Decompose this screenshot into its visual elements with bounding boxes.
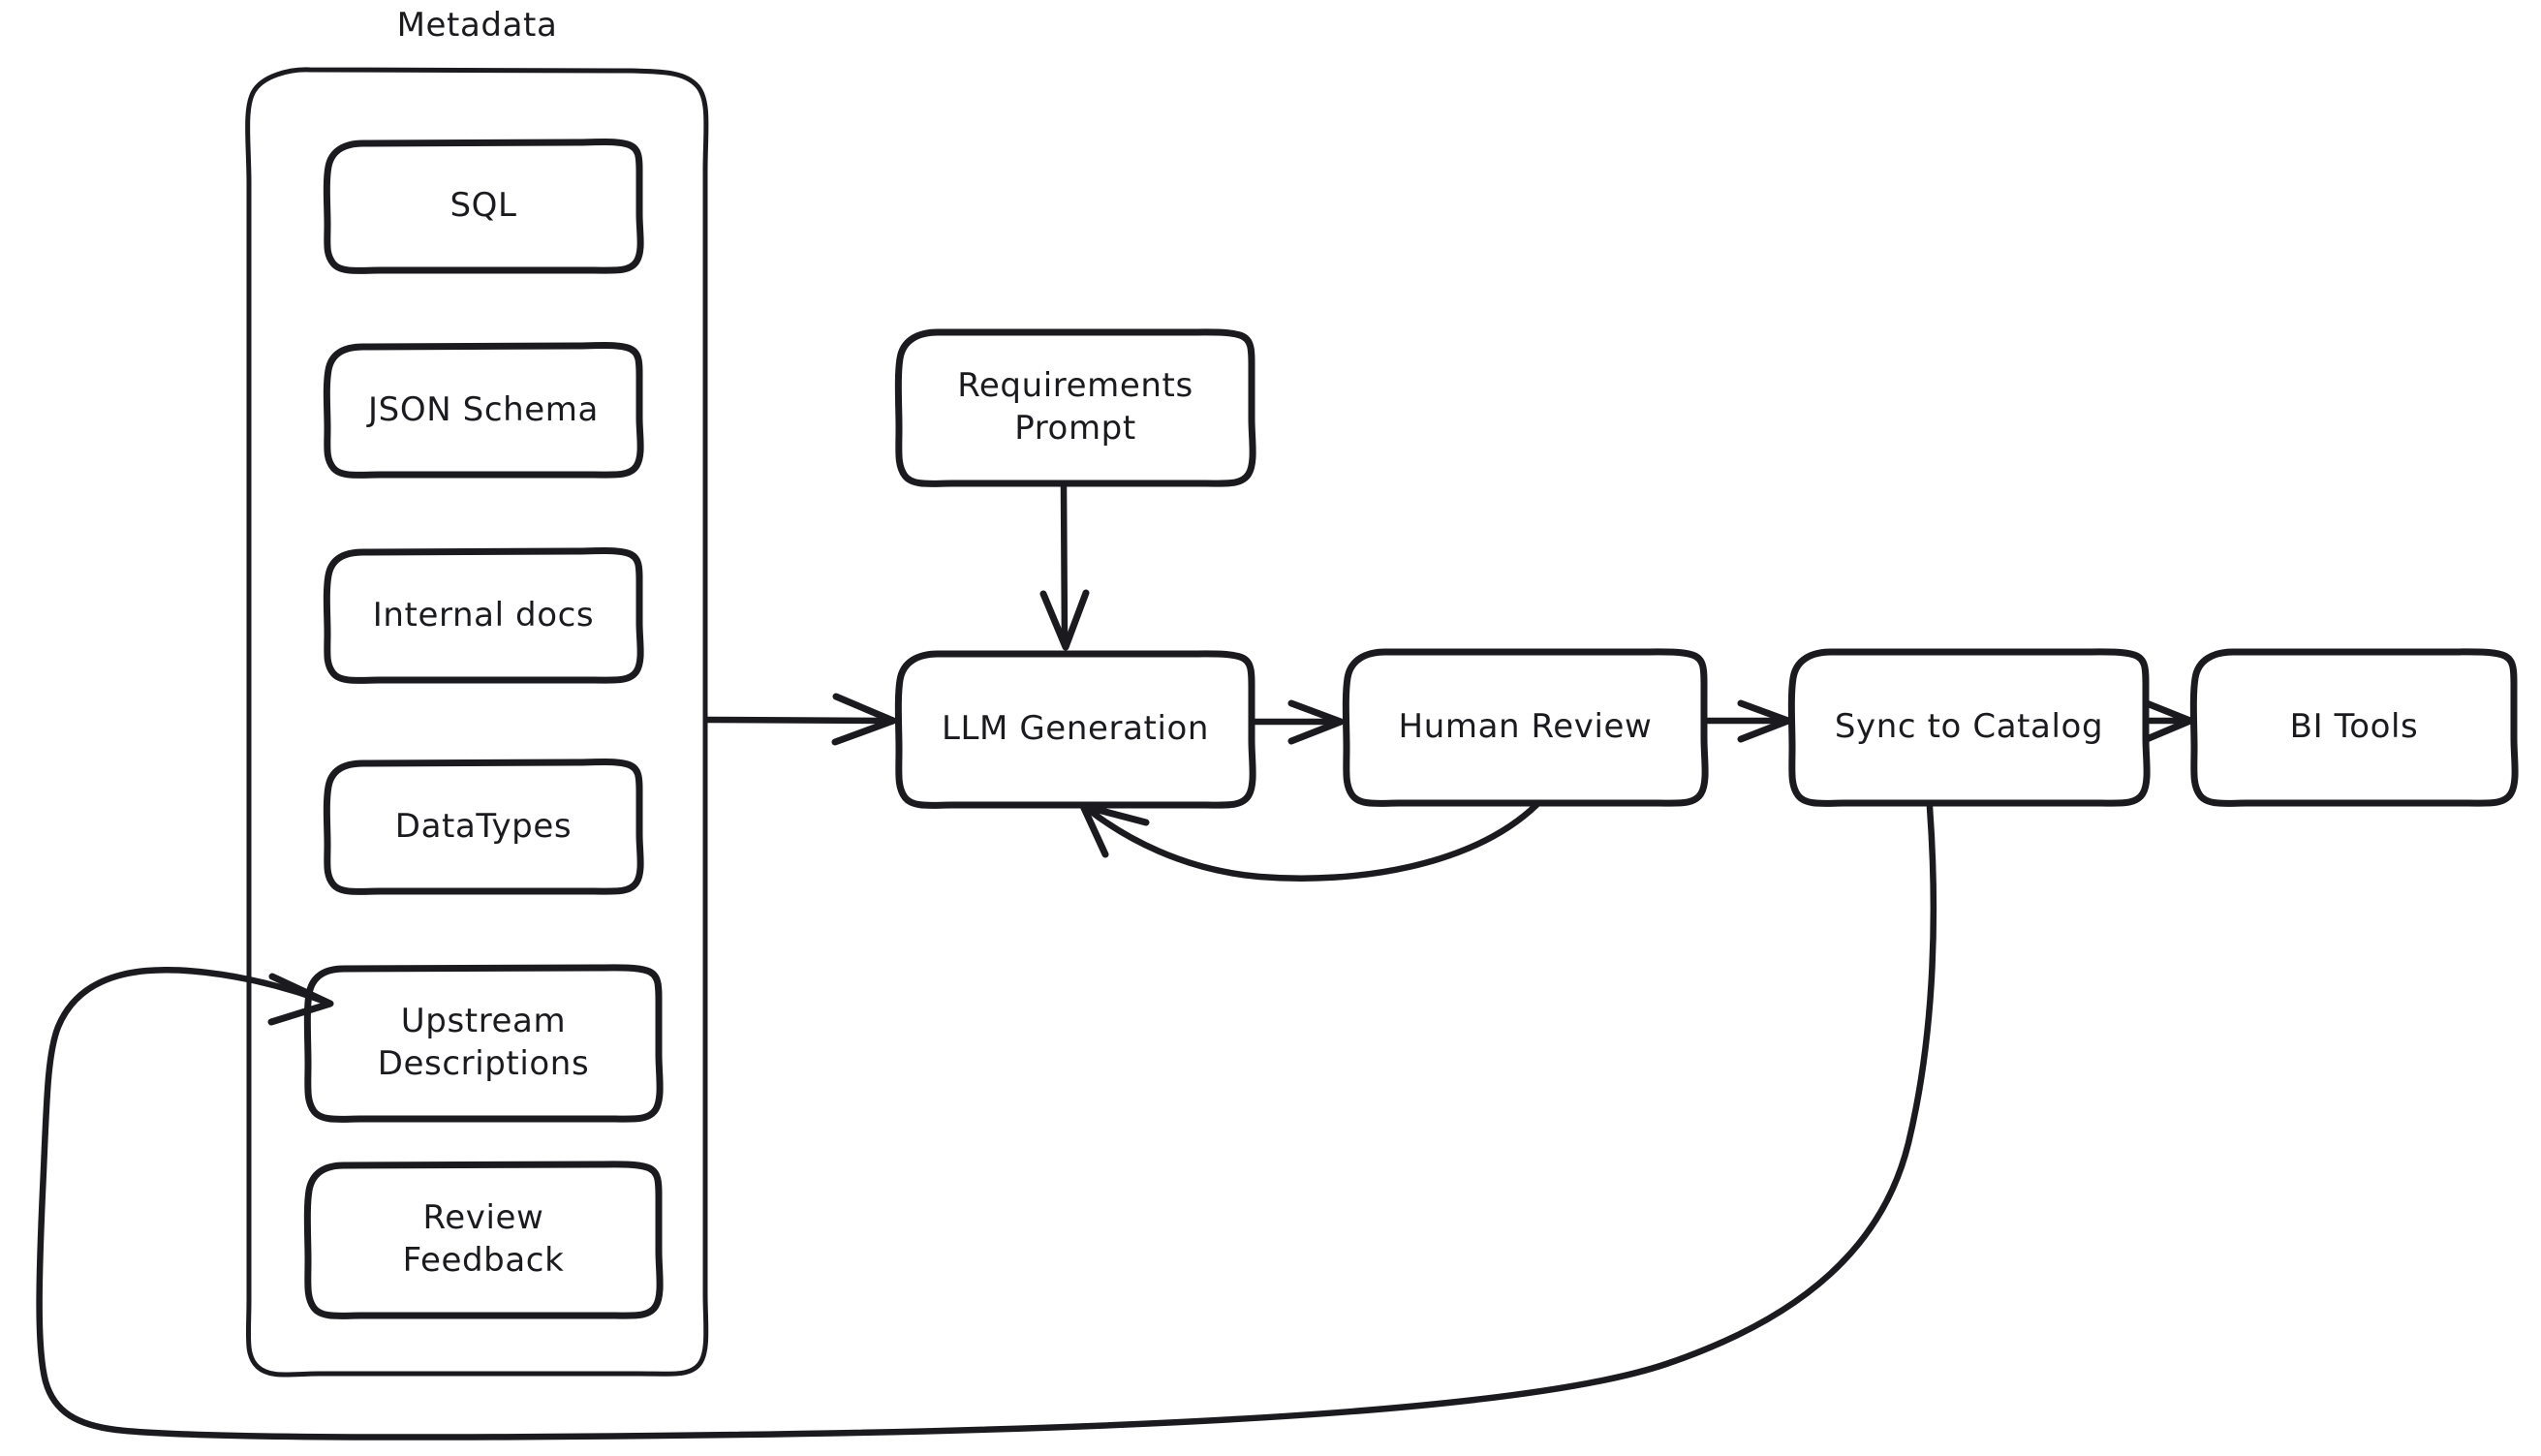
node-box-bi-tools[interactable] (2189, 648, 2519, 807)
metadata-group-title: Metadata (396, 6, 558, 45)
metadata-item-box-sql[interactable] (323, 139, 644, 274)
edge-prompt-to-llm (1039, 481, 1090, 651)
node-box-human-review[interactable] (1342, 648, 1709, 807)
node-box-sync-to-catalog[interactable] (1787, 648, 2151, 807)
edge-sync-to-bi (2143, 699, 2194, 743)
metadata-item-box-internal-docs[interactable] (323, 547, 644, 684)
node-box-requirements-prompt[interactable] (894, 328, 1256, 487)
metadata-item-box-upstream-descriptions[interactable] (303, 964, 664, 1123)
edge-metadata-to-llm (703, 693, 897, 746)
edge-llm-to-review (1252, 699, 1345, 745)
metadata-group-container[interactable] (245, 67, 709, 1378)
metadata-item-box-review-feedback[interactable] (303, 1161, 664, 1319)
edge-review-to-sync (1704, 699, 1792, 743)
node-box-llm-generation[interactable] (894, 650, 1256, 809)
metadata-item-box-json-schema[interactable] (323, 342, 644, 479)
edge-catalog-to-upstream-loop (36, 803, 1937, 1441)
metadata-item-box-datatypes[interactable] (323, 759, 644, 895)
edge-review-feedback-loop (1079, 801, 1540, 882)
